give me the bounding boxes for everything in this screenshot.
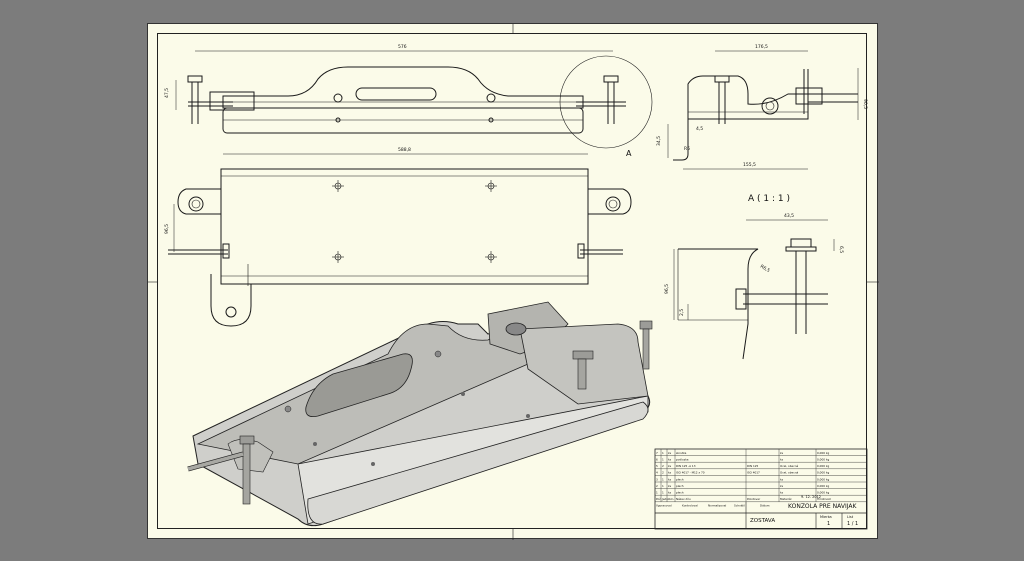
- drawing-sheet: 576 47,5 A: [147, 23, 879, 540]
- title-block-part-cell: ks: [668, 471, 672, 475]
- title-block-part-cell: 1: [662, 458, 664, 462]
- title-block-part-cell: Ocel, obecná: [780, 471, 799, 475]
- title-block-header-cell: Hmotnost: [817, 497, 832, 501]
- plan-view: [168, 153, 632, 327]
- title-block-part-cell: ks: [780, 491, 784, 495]
- title-block-part-cell: ks: [668, 477, 672, 481]
- title-block-header-cell: Jedn.: [661, 497, 669, 501]
- side-dim-right: 90,5: [862, 99, 868, 109]
- title-block-header-cell: Polotovar: [747, 497, 761, 501]
- title-block-part-cell: 2: [656, 484, 658, 488]
- detail-dim-top: 43,5: [784, 213, 794, 219]
- title-block-part-cell: ks: [780, 451, 784, 455]
- side-dim-bottom: 155,5: [743, 162, 756, 168]
- title-block-part-cell: 4: [656, 471, 658, 475]
- title-block-sign-cell: Normalizoval: [708, 503, 726, 507]
- title-block-title: KONZOLA PRE NAVIJAK: [788, 503, 857, 510]
- dim-inner-length: 588,8: [398, 147, 411, 153]
- title-block-part-cell: ks: [668, 491, 672, 495]
- title-block-part-cell: 1: [662, 491, 664, 495]
- title-block-part-cell: plech: [676, 477, 684, 481]
- title-block-part-cell: 0,000 kg: [817, 491, 830, 495]
- title-block-part-cell: ks: [668, 458, 672, 462]
- title-block-part-cell: 2: [662, 471, 664, 475]
- title-block-part-cell: DIN 125: [747, 464, 759, 468]
- title-block-part-cell: 0,000 kg: [817, 451, 830, 455]
- side-dim-small-a: 4,5: [696, 126, 703, 132]
- title-block-part-cell: plech: [676, 491, 684, 495]
- detail-dim-right: 6,5: [838, 246, 844, 253]
- side-dim-left: 34,5: [656, 136, 662, 146]
- title-block-sign-cell: Vypracoval: [656, 503, 672, 507]
- title-block-sheet: 1 / 1: [847, 521, 858, 527]
- title-block-sign-cell: Dátum: [760, 503, 770, 507]
- title-block-part-cell: 5: [656, 464, 658, 468]
- title-block-part-cell: 0,000 kg: [817, 458, 830, 462]
- title-block-sheet-label: List: [847, 515, 854, 519]
- title-block-part-cell: 1: [662, 477, 664, 481]
- frame-center-marks: [148, 24, 879, 540]
- title-block-sign-cell: Kontroloval: [682, 503, 698, 507]
- dim-left-height: 47,5: [164, 88, 170, 98]
- detail-dim-left: 96,5: [664, 284, 670, 294]
- title-block-part-cell: 0,000 kg: [817, 484, 830, 488]
- side-view: [667, 50, 859, 170]
- title-block-part-cell: ks: [668, 451, 672, 455]
- title-block-subtitle: ZOSTAVA: [750, 518, 775, 524]
- title-block-header-cell: Název dílu: [676, 497, 691, 501]
- title-block-part-cell: 2: [662, 464, 664, 468]
- title-block-part-cell: ISO 4017: [747, 471, 760, 475]
- dim-side-height: 96,5: [164, 224, 170, 234]
- title-block-part-cell: podlozka: [676, 458, 689, 462]
- title-block-part-cell: 7: [656, 451, 658, 455]
- title-block-part-cell: plech: [676, 484, 684, 488]
- title-block-part-cell: ks: [668, 484, 672, 488]
- detail-dim-small: 2,5: [679, 309, 685, 316]
- title-block-part-cell: ks: [668, 464, 672, 468]
- title-block-header-cell: Ozn.: [668, 497, 674, 501]
- title-block-part-cell: 1: [662, 484, 664, 488]
- detail-callout-label: A: [626, 149, 632, 158]
- side-dim-small-b: R6: [684, 146, 690, 152]
- dim-overall-width: 576: [398, 44, 407, 50]
- title-block-header-cell: Poč.: [656, 497, 662, 501]
- technical-drawing: 576 47,5 A: [148, 24, 879, 540]
- title-block-part-cell: DIN 125 -A 13: [676, 464, 696, 468]
- title-block-part-cell: 0,000 kg: [817, 464, 830, 468]
- title-block-date: 9. 12. 2012: [801, 495, 821, 499]
- detail-dim-radius: R6,5: [759, 264, 771, 274]
- title-block-part-cell: skrutka: [676, 451, 687, 455]
- title-block-part-cell: 3: [656, 477, 658, 481]
- detail-title: A ( 1 : 1 ): [748, 194, 790, 204]
- side-dim-top: 176,5: [755, 44, 768, 50]
- title-block-part-cell: Ocel, obecná: [780, 464, 799, 468]
- title-block-part-cell: ks: [780, 458, 784, 462]
- title-block-part-cell: ISO 4017 - M12 x 70: [676, 471, 705, 475]
- title-block-sign-cell: Schválil: [734, 503, 745, 507]
- title-block-part-cell: ks: [780, 477, 784, 481]
- detail-a-view: [673, 219, 835, 360]
- isometric-view: [187, 301, 653, 527]
- drawing-frame: [157, 33, 867, 529]
- title-block-header-cell: Materiál: [780, 497, 792, 501]
- title-block-part-cell: 6: [656, 458, 658, 462]
- title-block-part-cell: 1: [662, 451, 664, 455]
- title-block-scale: 1: [827, 521, 830, 527]
- title-block-scale-label: Mierka: [820, 515, 832, 519]
- title-block-part-cell: 0,000 kg: [817, 477, 830, 481]
- title-block-part-cell: 0,000 kg: [817, 471, 830, 475]
- front-view: [175, 50, 653, 149]
- title-block-part-cell: 1: [656, 491, 658, 495]
- title-block-part-cell: ks: [780, 484, 784, 488]
